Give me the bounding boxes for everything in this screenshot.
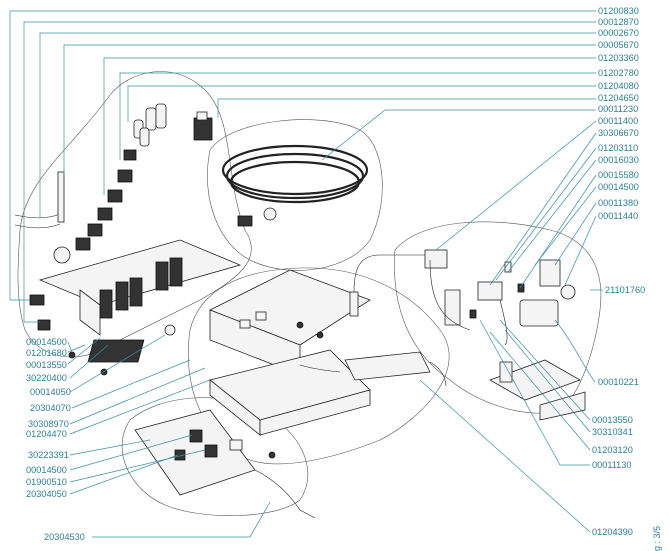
label-00016030: 00016030: [598, 155, 639, 165]
label-00011400: 00011400: [598, 116, 638, 126]
leader-lines: [9, 10, 603, 538]
label-30308970: 30308970: [28, 419, 69, 429]
label-30223391: 30223391: [28, 450, 69, 460]
left-chassis-plate: [14, 171, 242, 376]
left-assembly-outline: [17, 71, 252, 358]
label-01900510: 01900510: [26, 477, 67, 487]
label-00014500-left: 00014500: [26, 337, 67, 347]
label-20304050: 20304050: [26, 489, 67, 499]
label-00010221: 00010221: [598, 377, 639, 387]
float-sensor: [349, 254, 430, 317]
label-00014050: 00014050: [30, 387, 71, 397]
label-30220400: 30220400: [26, 373, 67, 383]
right-assembly-outline: [394, 221, 602, 414]
label-30310341: 30310341: [592, 427, 633, 437]
label-01203360: 01203360: [598, 53, 639, 63]
label-01204650: 01204650: [598, 93, 639, 103]
label-00011380: 00011380: [598, 198, 638, 208]
part-labels: 01200830 00012870 00002670 00005670 0120…: [26, 6, 645, 542]
label-01201680: 01201680: [26, 348, 67, 358]
page-label: g : 3/5: [652, 526, 662, 551]
label-00011130: 00011130: [592, 460, 632, 470]
label-01204080: 01204080: [598, 81, 639, 91]
relay-block-top: [193, 111, 213, 141]
center-housing: [87, 269, 371, 436]
label-00002670: 00002670: [598, 28, 639, 38]
label-00013550-right: 00013550: [592, 415, 633, 425]
label-01204470: 01204470: [26, 429, 67, 439]
label-01202780: 01202780: [598, 68, 639, 78]
label-01203110: 01203110: [598, 143, 638, 153]
hose-outline: [207, 119, 383, 271]
label-00005670: 00005670: [598, 40, 639, 50]
label-00014500-bottom: 00014500: [26, 465, 67, 475]
label-01203120: 01203120: [592, 445, 633, 455]
mounting-bracket: [489, 359, 586, 421]
power-supply: [299, 351, 447, 387]
label-00011440: 00011440: [598, 211, 638, 221]
label-20304070: 20304070: [30, 403, 71, 413]
label-00012870: 00012870: [598, 17, 639, 27]
label-30306670: 30306670: [598, 128, 639, 138]
label-00013550-left: 00013550: [26, 360, 67, 370]
label-21101760: 21101760: [605, 285, 645, 295]
valve-assembly: [424, 249, 576, 346]
capacitor-group: [53, 103, 167, 264]
drain-hose: [221, 144, 369, 227]
label-00011230: 00011230: [598, 104, 638, 114]
label-00014500-right: 00014500: [598, 182, 639, 192]
label-00015580: 00015580: [598, 170, 639, 180]
label-20304530: 20304530: [44, 532, 85, 542]
label-01200830: 01200830: [598, 6, 639, 16]
label-01204390: 01204390: [592, 527, 633, 537]
